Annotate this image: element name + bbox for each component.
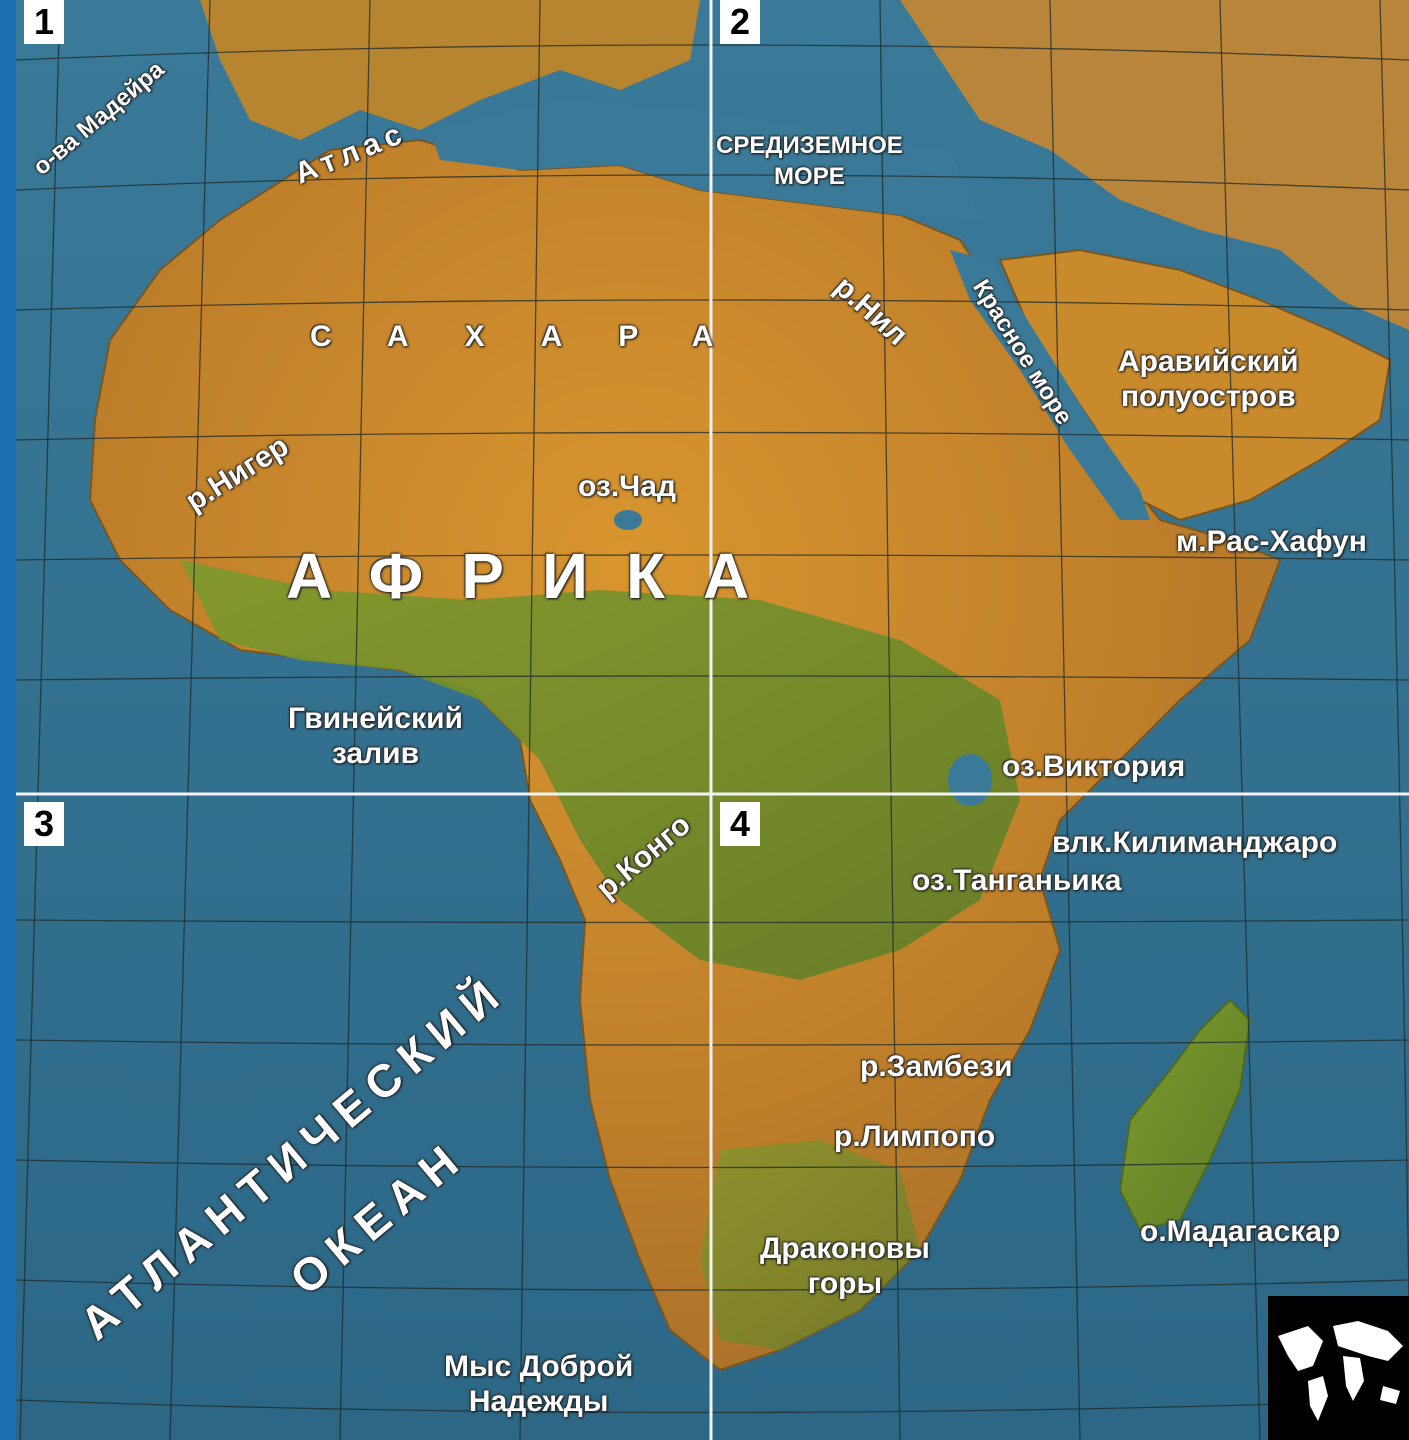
world-map-icon-drawing [1278, 1321, 1403, 1421]
label-lake-tanganyika: оз.Танганьика [912, 864, 1122, 897]
label-cape-good-hope: Мыс Доброй Надежды [444, 1350, 633, 1419]
label-africa: АФРИКА [286, 540, 788, 612]
label-mediterranean: СРЕДИЗЕМНОЕ МОРЕ [716, 130, 903, 192]
graticule [15, 0, 1409, 1440]
label-mediterranean-line2: МОРЕ [774, 163, 845, 191]
label-lake-victoria: оз.Виктория [1002, 750, 1186, 783]
south-green [700, 1140, 920, 1350]
asia-landmass [900, 0, 1409, 330]
label-drakensberg: Драконовы горы [760, 1232, 930, 1301]
europe-landmass [200, 0, 700, 140]
label-arabian-line1: Аравийский [1118, 345, 1299, 378]
label-zambezi: р.Замбези [860, 1050, 1013, 1083]
label-kilimanjaro: влк.Килиманджаро [1052, 826, 1338, 859]
label-good-hope-line1: Мыс Доброй [444, 1350, 634, 1383]
label-gulf-of-guinea: Гвинейский залив [288, 702, 463, 771]
quadrant-4-number: 4 [720, 802, 760, 846]
label-guinea-line2: залив [331, 736, 420, 770]
label-guinea-line1: Гвинейский [288, 702, 463, 735]
madagascar-island [1118, 998, 1252, 1232]
label-chad: оз.Чад [578, 470, 676, 503]
label-arabian-peninsula: Аравийский полуостров [1118, 345, 1299, 414]
red-sea [950, 250, 1150, 520]
world-map-icon [1268, 1296, 1409, 1440]
mediterranean-sea [430, 100, 980, 220]
quadrant-1-number: 1 [24, 0, 64, 44]
label-madagascar: о.Мадагаскар [1140, 1215, 1341, 1248]
label-drakensberg-line1: Драконовы [760, 1232, 930, 1265]
label-arabian-line2: полуостров [1120, 379, 1296, 413]
label-drakensberg-line2: горы [807, 1266, 883, 1300]
label-good-hope-line2: Надежды [468, 1384, 609, 1418]
lake-victoria-shape [948, 754, 992, 806]
quadrant-2-number: 2 [720, 0, 760, 44]
quadrant-3-number: 3 [24, 802, 64, 846]
left-frame [0, 0, 16, 1440]
label-sahara: САХАРА [310, 320, 770, 353]
label-limpopo: р.Лимпопо [834, 1120, 996, 1153]
label-mediterranean-line1: СРЕДИЗЕМНОЕ [716, 132, 903, 159]
lake-chad-shape [614, 510, 642, 530]
forest-belt [180, 560, 1020, 980]
label-ras-hafun: м.Рас-Хафун [1176, 525, 1367, 558]
